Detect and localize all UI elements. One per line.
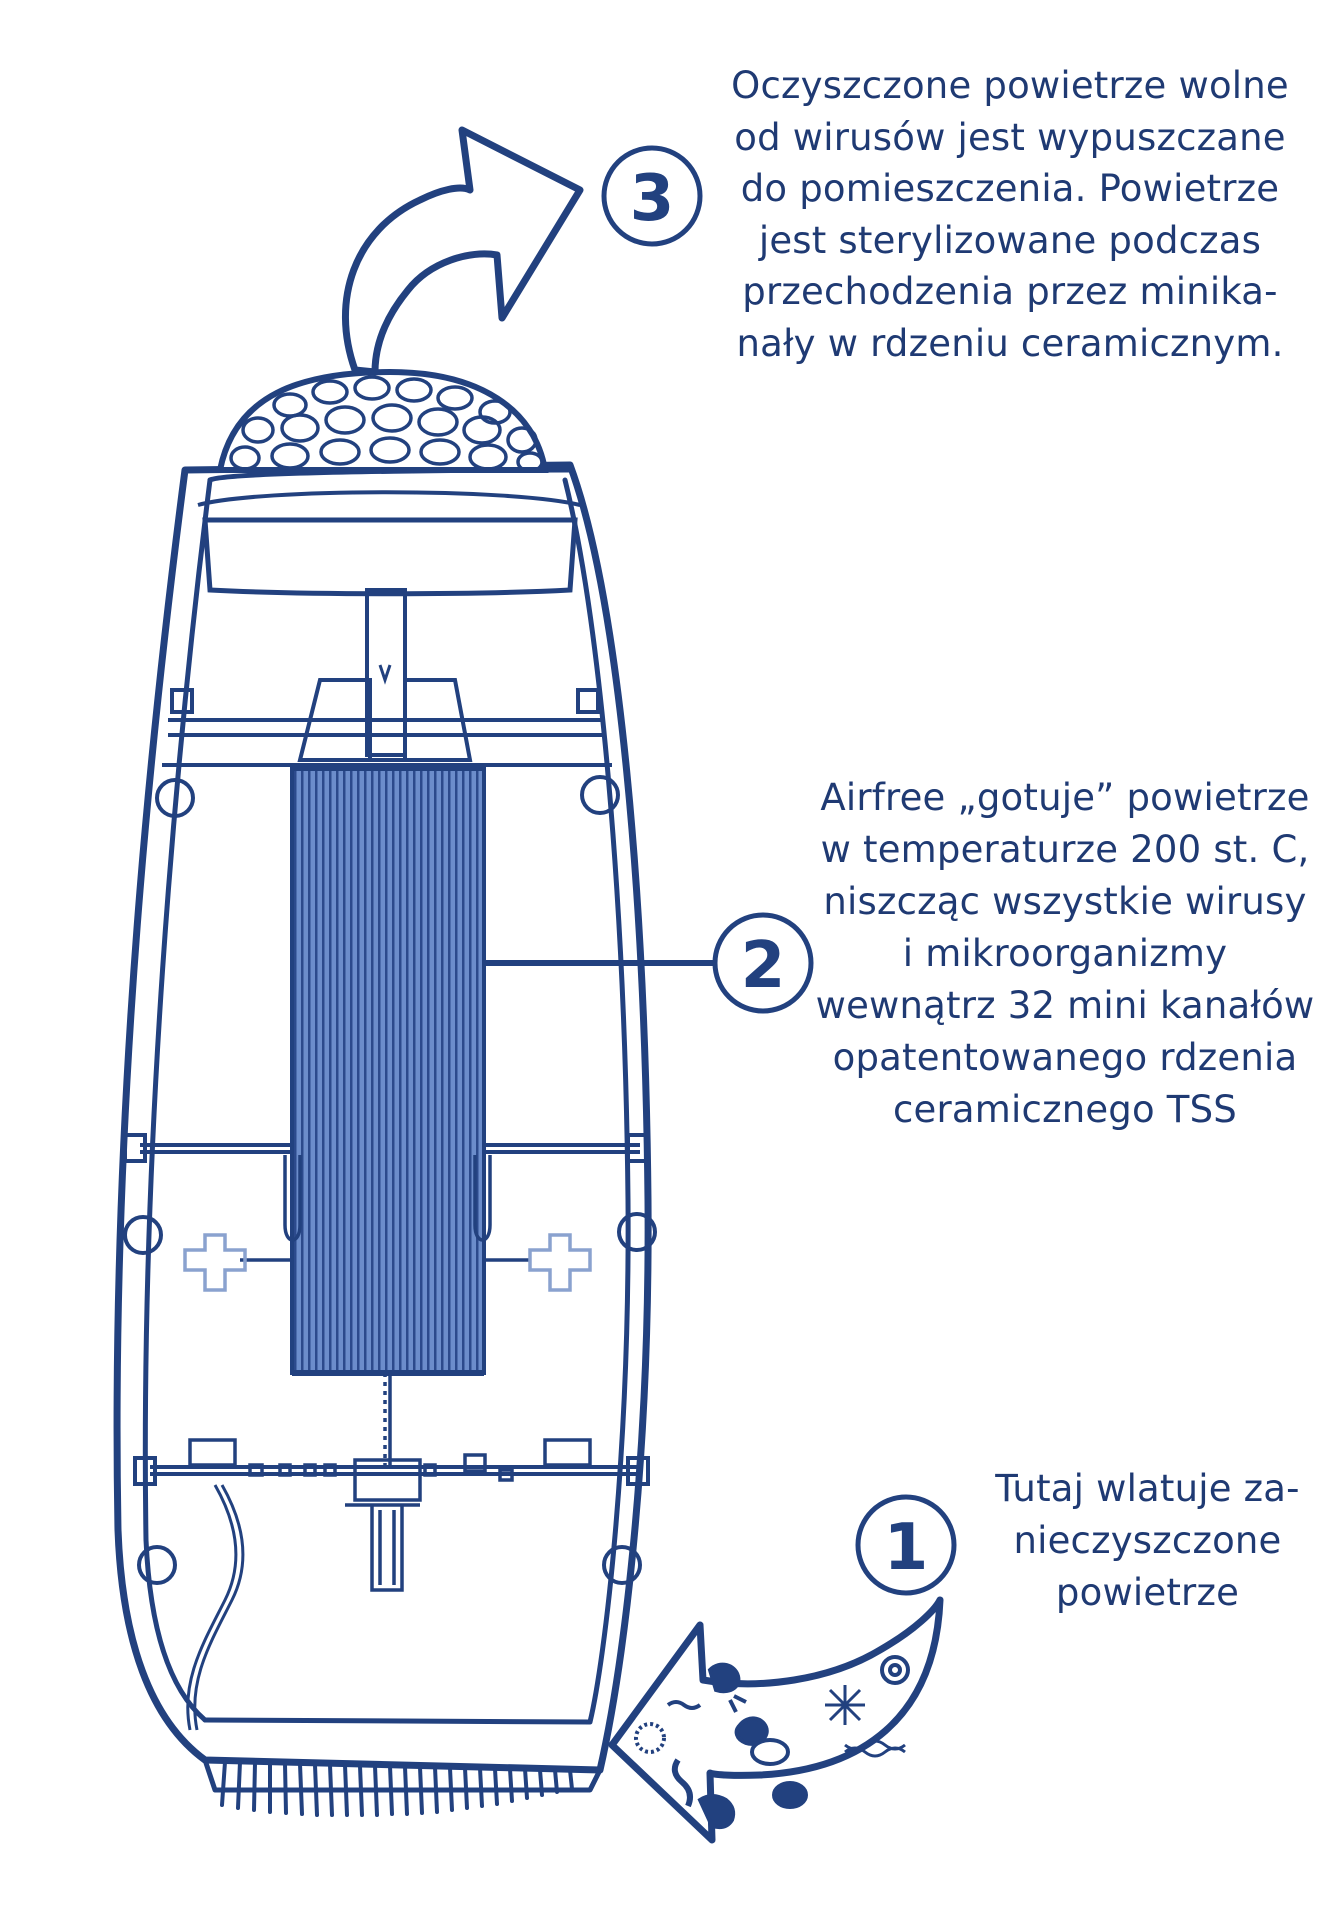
top-cap xyxy=(197,490,581,762)
top-dome-vent xyxy=(216,368,549,473)
caption-line: do pomieszczenia. Powietrze xyxy=(740,167,1280,210)
caption-line: Airfree „gotuje” powietrze xyxy=(820,776,1310,819)
lower-electronics xyxy=(186,1373,592,1731)
step-badge-2: 2 xyxy=(712,912,814,1014)
caption-line: nieczyszczone xyxy=(1013,1519,1282,1562)
caption-line: i mikroorganizmy xyxy=(902,932,1228,975)
caption-line: jest sterylizowane podczas xyxy=(758,218,1262,262)
ceramic-core xyxy=(290,765,486,1376)
inlet-arrow xyxy=(608,1596,944,1844)
caption-line: niszcząc wszystkie wirusy xyxy=(823,880,1307,923)
caption-line: wewnątrz 32 mini kanałów xyxy=(815,984,1315,1027)
step-2-caption: Airfree „gotuje” powietrze w temperaturz… xyxy=(800,772,1330,1136)
step-number-3: 3 xyxy=(630,162,675,236)
caption-line: opatentowanego rdzenia xyxy=(832,1036,1298,1079)
caption-line: Tutaj wlatuje za- xyxy=(995,1467,1300,1510)
caption-line: w temperaturze 200 st. C, xyxy=(820,828,1310,871)
caption-line: ceramicznego TSS xyxy=(893,1088,1237,1131)
caption-line: nały w rdzeniu ceramicznym. xyxy=(736,321,1284,365)
caption-line: od wirusów jest wypuszczane xyxy=(734,115,1286,159)
step-badge-1: 1 xyxy=(855,1494,957,1596)
caption-line: Oczyszczone powietrze wolne xyxy=(731,64,1289,107)
caption-line: przechodzenia przez minika- xyxy=(742,270,1278,313)
step-badge-3: 3 xyxy=(601,145,703,247)
step-1-caption: Tutaj wlatuje za- nieczyszczone powietrz… xyxy=(960,1463,1335,1619)
caption-line: powietrze xyxy=(1055,1571,1240,1614)
step-number-1: 1 xyxy=(884,1511,929,1585)
step-3-caption: Oczyszczone powietrze wolne od wirusów j… xyxy=(690,60,1330,369)
outlet-arrow xyxy=(341,126,584,376)
microbe-icons xyxy=(634,1655,910,1830)
heater-connectors xyxy=(183,1155,592,1292)
step-number-2: 2 xyxy=(741,929,786,1003)
